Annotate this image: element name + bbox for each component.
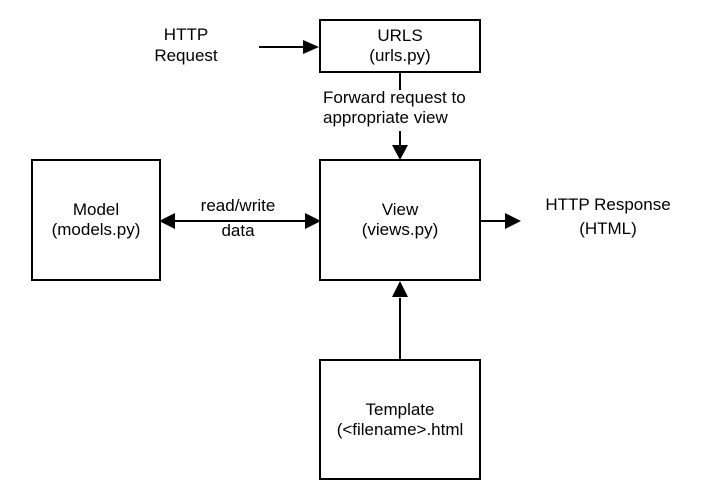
read-write-data-label-line2: data	[221, 221, 255, 240]
http-request-label-line1: HTTP	[163, 25, 209, 44]
view-box: View (views.py)	[319, 159, 481, 281]
view-to-response-arrow	[481, 213, 521, 229]
template-box: Template (<filename>.html	[319, 359, 481, 480]
urls-box: URLS (urls.py)	[319, 19, 481, 73]
arrow-head	[159, 213, 175, 229]
template-to-view-arrow	[392, 281, 408, 360]
forward-request-label-line2: appropriate view	[323, 108, 448, 127]
template-box-file: (<filename>.html	[336, 419, 464, 439]
forward-request-label-line1: Forward request to	[323, 88, 466, 107]
urls-box-title: URLS	[377, 26, 423, 45]
model-view-arrow	[159, 213, 321, 229]
view-box-title: View	[381, 200, 419, 219]
read-write-data-label-line1: read/write	[200, 196, 276, 215]
view-box-file: (views.py)	[361, 220, 439, 239]
http-request-label: HTTP Request	[136, 24, 236, 66]
arrow-head	[392, 145, 408, 160]
http-response-label: HTTP Response (HTML)	[527, 195, 689, 239]
arrow-head	[392, 281, 408, 297]
forward-request-label: Forward request to appropriate view	[323, 88, 466, 128]
arrow-head	[505, 213, 521, 229]
arrow-head	[303, 40, 319, 54]
http-request-arrow	[259, 40, 319, 54]
template-box-title: Template	[365, 399, 435, 419]
http-request-label-line2: Request	[154, 46, 218, 65]
http-response-label-line2: (HTML)	[579, 219, 637, 238]
arrow-head	[305, 213, 321, 229]
model-box-file: (models.py)	[51, 220, 141, 239]
model-box: Model (models.py)	[31, 159, 161, 281]
urls-to-view-arrow	[392, 73, 408, 160]
read-write-data-label: read/write data	[188, 196, 288, 241]
http-response-label-line1: HTTP Response	[545, 195, 671, 214]
model-box-title: Model	[72, 200, 120, 219]
urls-box-file: (urls.py)	[369, 46, 431, 65]
